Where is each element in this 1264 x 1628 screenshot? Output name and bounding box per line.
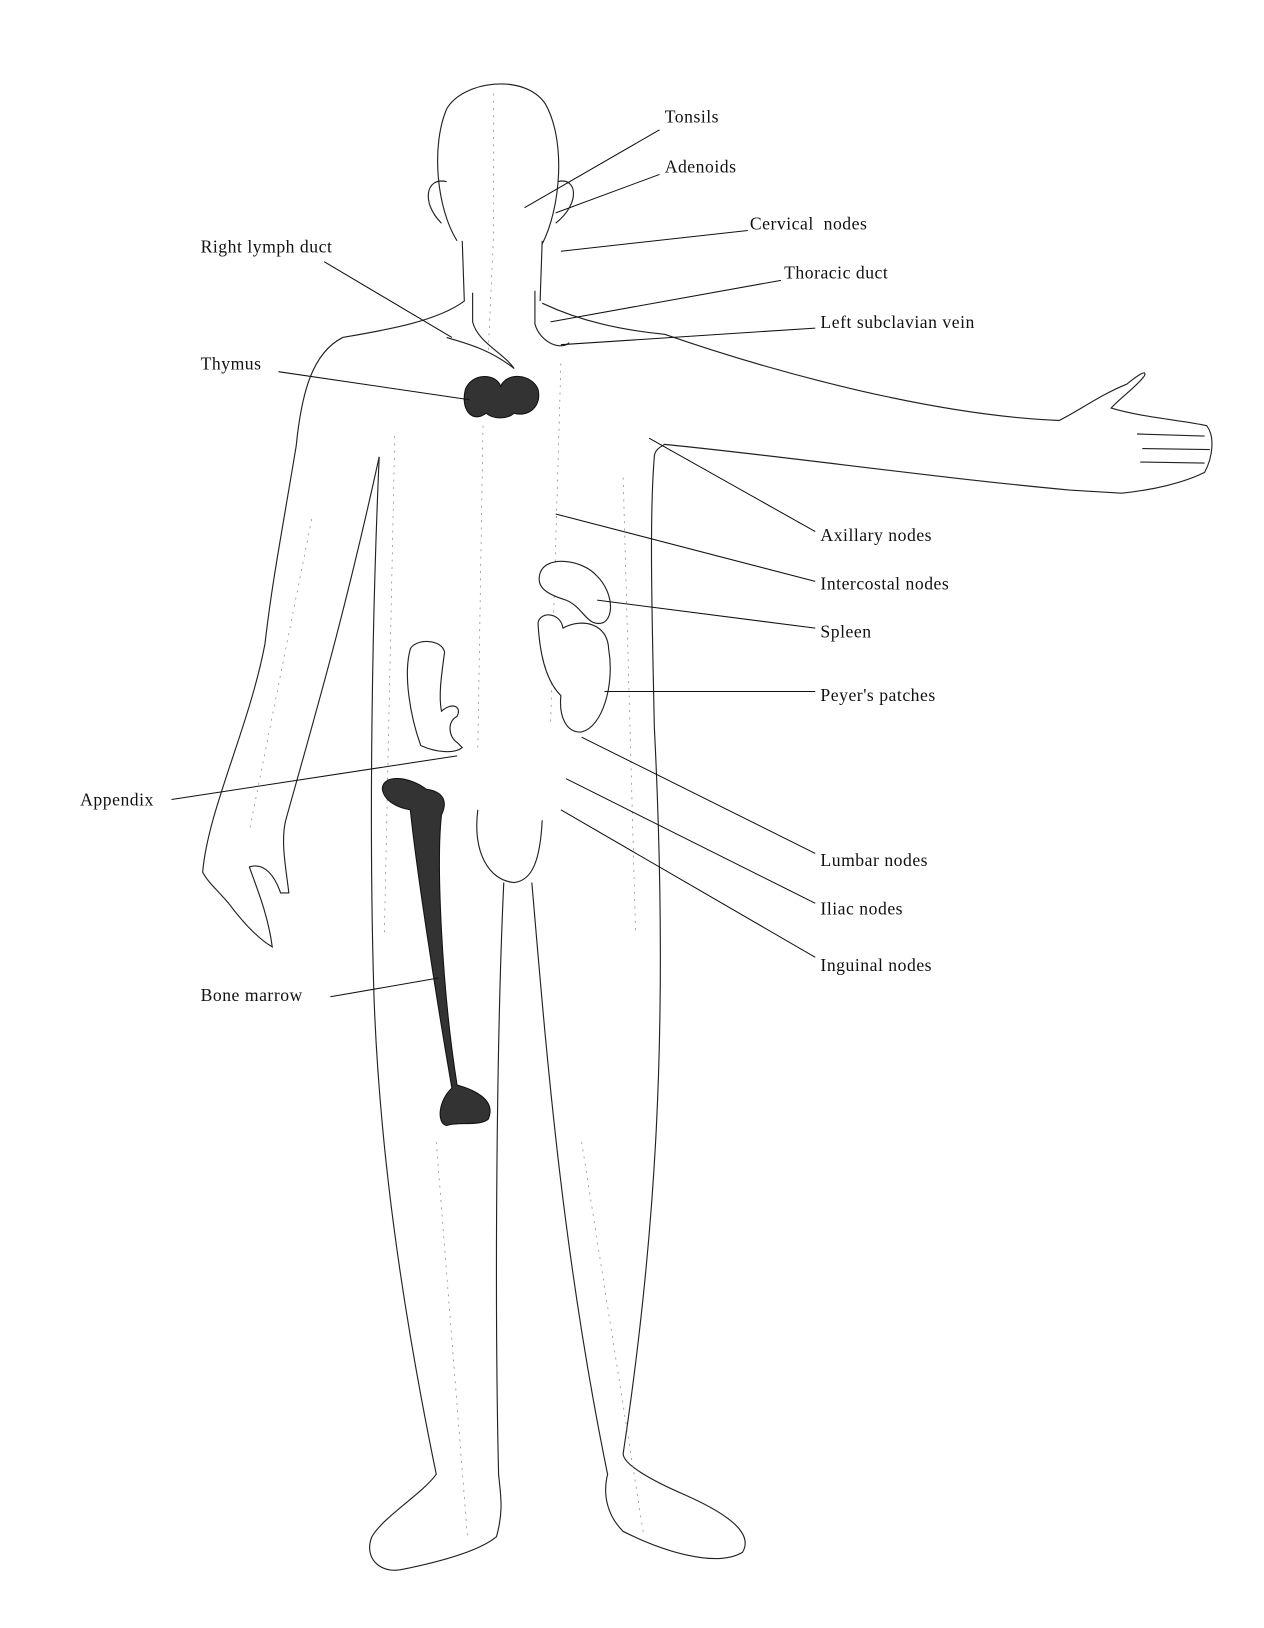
label-inguinal-nodes: Inguinal nodes xyxy=(820,955,932,975)
label-thoracic-duct: Thoracic duct xyxy=(784,262,888,282)
label-lumbar-nodes: Lumbar nodes xyxy=(820,850,928,870)
label-tonsils: Tonsils xyxy=(665,107,719,127)
label-intercostal-nodes: Intercostal nodes xyxy=(820,574,949,594)
label-iliac-nodes: Iliac nodes xyxy=(820,899,903,919)
label-peyers-patches: Peyer's patches xyxy=(820,685,935,705)
label-axillary-nodes: Axillary nodes xyxy=(820,525,932,545)
label-bone-marrow: Bone marrow xyxy=(201,985,303,1005)
label-spleen: Spleen xyxy=(820,621,871,641)
label-adenoids: Adenoids xyxy=(665,156,737,176)
bone-marrow-shape xyxy=(381,778,491,1127)
colon-shape xyxy=(406,640,464,753)
peyers-patches-shape xyxy=(537,614,611,733)
label-thymus: Thymus xyxy=(201,354,262,374)
label-right-lymph-duct: Right lymph duct xyxy=(201,236,333,256)
label-cervical-nodes: Cervical nodes xyxy=(750,213,868,233)
spleen-shape xyxy=(538,560,611,625)
body-outline xyxy=(202,83,1213,1571)
label-appendix: Appendix xyxy=(80,790,154,810)
thymus-shape xyxy=(463,375,540,419)
leader-lines xyxy=(171,129,816,998)
label-left-subclavian-vein: Left subclavian vein xyxy=(820,312,974,332)
